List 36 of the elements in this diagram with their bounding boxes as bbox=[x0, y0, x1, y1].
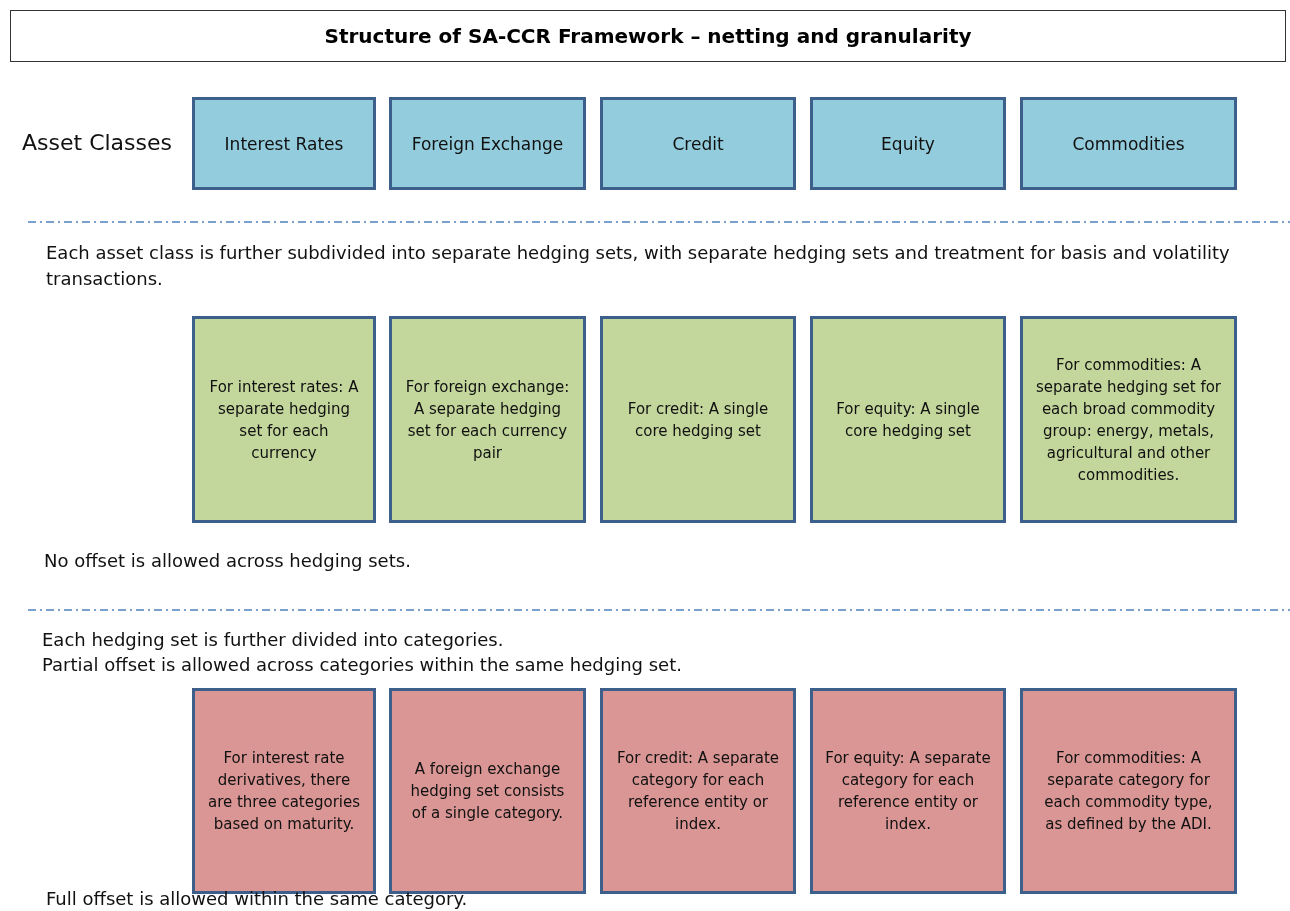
box-text: For commodities: A separate hedging set for each broad commodity group: energy, metals, agricultural and other commodities. bbox=[1035, 354, 1222, 486]
hedging-set-box bbox=[192, 316, 376, 523]
box-text: For foreign exchange: A separate hedging set for each currency pair bbox=[404, 376, 571, 464]
hedging-set-box bbox=[600, 316, 796, 523]
box-text: Interest Rates bbox=[224, 132, 344, 156]
box-text: Credit bbox=[672, 132, 724, 156]
box-text: For interest rate derivatives, there are three categories based on maturity. bbox=[207, 748, 361, 835]
box-text: A foreign exchange hedging set consists of a single category. bbox=[409, 759, 566, 824]
asset-class-box bbox=[810, 97, 1006, 190]
hedging-set-box bbox=[389, 316, 586, 523]
description-text: Each asset class is further subdivided into separate hedging sets, with separate hedging sets and treatment for basis and volatility transactions. bbox=[46, 241, 1231, 291]
hedging-set-box bbox=[1020, 316, 1237, 523]
hedging-set-box bbox=[810, 316, 1006, 523]
category-box bbox=[1020, 688, 1237, 894]
description-text: Partial offset is allowed across categories within the same hedging set. bbox=[42, 653, 682, 677]
box-text: For commodities: A separate category for each commodity type, as defined by the ADI. bbox=[1043, 748, 1214, 835]
box-text: Equity bbox=[881, 132, 935, 156]
box-text: For credit: A single core hedging set bbox=[626, 398, 770, 442]
asset-class-box bbox=[1020, 97, 1237, 190]
box-text: For credit: A separate category for each reference entity or index. bbox=[615, 748, 781, 835]
asset-class-box bbox=[600, 97, 796, 190]
asset-class-box bbox=[192, 97, 376, 190]
description-text: Each hedging set is further divided into categories. bbox=[42, 628, 504, 652]
title: Structure of SA-CCR Framework – netting and granularity bbox=[10, 10, 1286, 62]
category-box bbox=[810, 688, 1006, 894]
row-heading: Asset Classes bbox=[22, 130, 172, 156]
asset-class-box bbox=[389, 97, 586, 190]
note-text: Full offset is allowed within the same category. bbox=[46, 887, 468, 911]
box-text: For equity: A single core hedging set bbox=[835, 398, 981, 442]
box-text: Foreign Exchange bbox=[411, 132, 564, 156]
box-text: For interest rates: A separate hedging set for each currency bbox=[208, 376, 360, 464]
category-box bbox=[600, 688, 796, 894]
note-text: No offset is allowed across hedging sets. bbox=[44, 549, 411, 573]
box-text: Commodities bbox=[1072, 132, 1185, 156]
category-box bbox=[389, 688, 586, 894]
box-text: For equity: A separate category for each reference entity or index. bbox=[825, 748, 991, 835]
